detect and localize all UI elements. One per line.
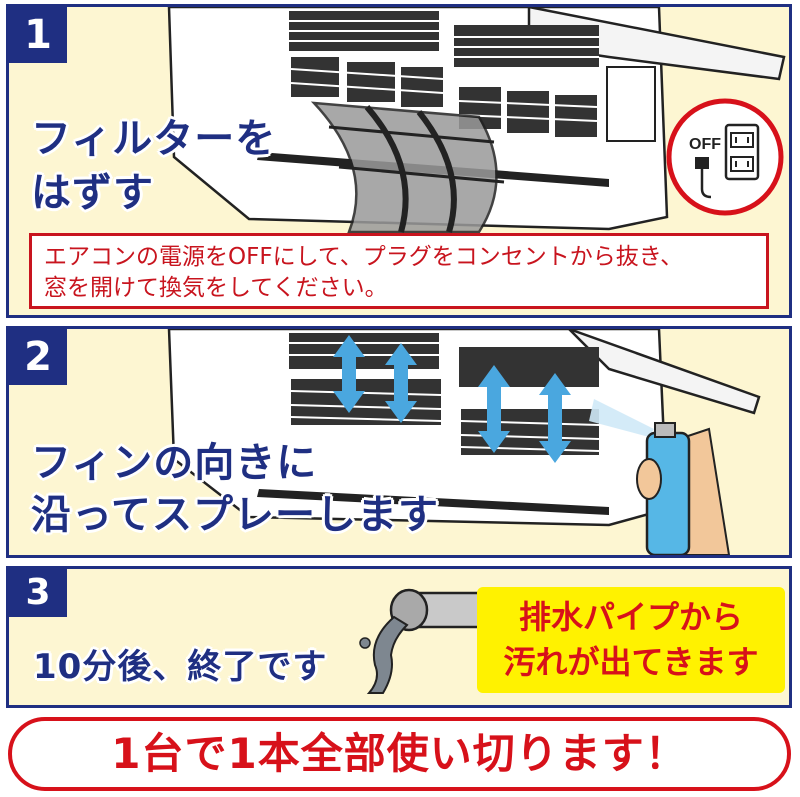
step-3-title: 10分後、終了です xyxy=(33,647,328,687)
step-number-1: 1 xyxy=(9,7,67,63)
step-2-panel: 2 フィンの向きに 沿ってスプレーします xyxy=(6,326,792,558)
step-1-title-line1: フィルターを xyxy=(31,116,277,162)
power-outlet-icon: OFF xyxy=(666,98,784,216)
airflow-arrow-icon xyxy=(333,335,571,463)
step-1-panel: OFF 1 フィルターを はずす エアコンの電源をOFFにして、プラグをコンセン… xyxy=(6,4,792,318)
step-2-title-line2: 沿ってスプレーします xyxy=(31,492,439,538)
svg-text:OFF: OFF xyxy=(689,136,721,153)
air-conditioner-illustration xyxy=(167,329,761,555)
step-number-3: 3 xyxy=(9,569,67,617)
drain-callout-line2: 汚れが出てきます xyxy=(503,643,759,681)
warning-note: エアコンの電源をOFFにして、プラグをコンセントから抜き、 窓を開けて換気をして… xyxy=(29,233,769,309)
drain-callout: 排水パイプから 汚れが出てきます xyxy=(477,587,785,693)
air-conditioner-illustration: OFF xyxy=(167,7,786,234)
warning-note-line2: 窓を開けて換気をしてください。 xyxy=(44,275,388,301)
step-2-title-line1: フィンの向きに xyxy=(31,440,318,486)
drain-callout-line1: 排水パイプから xyxy=(518,598,743,636)
spray-can-illustration xyxy=(636,422,731,555)
step-1-title-line2: はずす xyxy=(31,170,154,216)
usage-banner: 1台で1本全部使い切ります！ xyxy=(8,717,791,791)
drain-pipe-illustration xyxy=(359,588,489,694)
filter-illustration xyxy=(310,101,505,234)
step-3-panel: 3 10分後、終了です 排水パイプから 汚れが出てきます xyxy=(6,566,792,708)
step-number-2: 2 xyxy=(9,329,67,385)
warning-note-line1: エアコンの電源をOFFにして、プラグをコンセントから抜き、 xyxy=(44,244,684,270)
